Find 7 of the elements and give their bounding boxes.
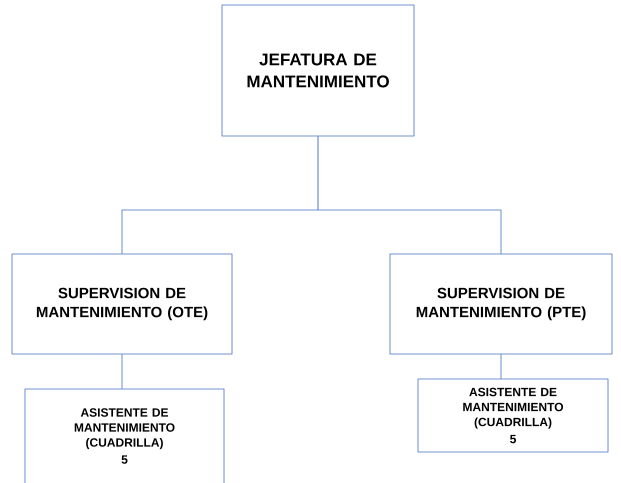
org-box: ASISTENTE DE MANTENIMIENTO (CUADRILLA) 5 [418,378,608,452]
org-box: SUPERVISION DE MANTENIMIENTO (OTE) [12,254,232,354]
org-box: ASISTENTE DE MANTENIMIENTO (CUADRILLA) 5 [24,388,224,483]
org-box: SUPERVISION DE MANTENIMIENTO (PTE) [390,254,612,354]
org-box: JEFATURA DE MANTENIMIENTO [222,4,414,136]
connector-line [500,354,502,379]
connector-line [318,136,502,254]
